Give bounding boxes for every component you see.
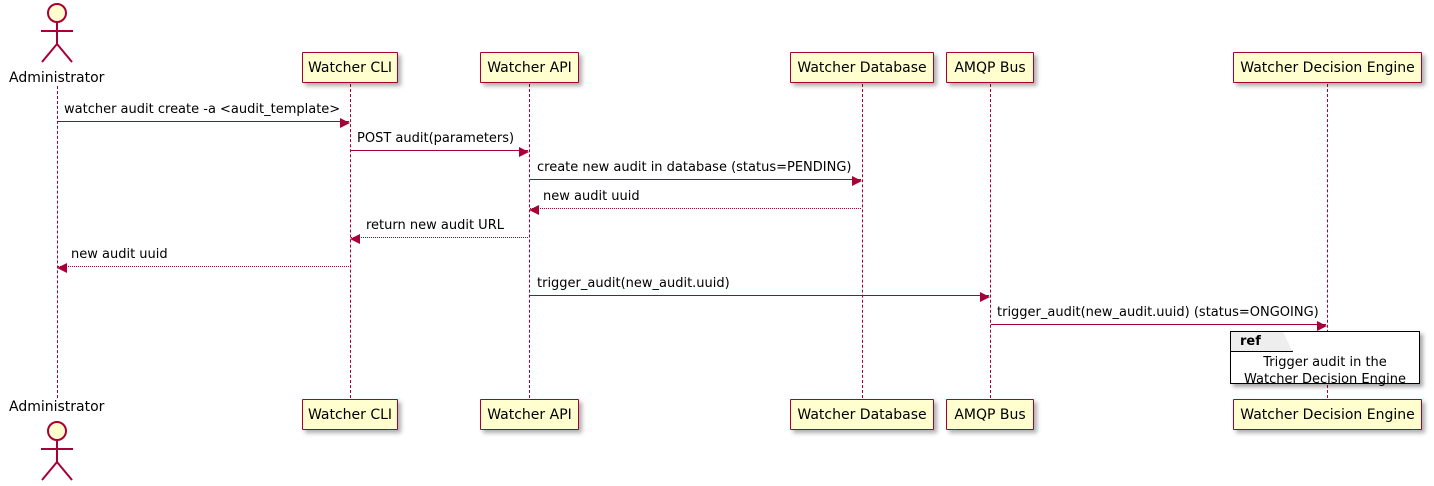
participant-watcher-database-top[interactable]: Watcher Database	[790, 52, 934, 83]
message-arrow-return-new-audit-url	[350, 233, 528, 244]
actor-figure-icon	[41, 421, 73, 481]
lifeline-watcher-database	[862, 84, 863, 398]
message-label-return-new-audit-url: return new audit URL	[366, 218, 504, 233]
message-arrow-new-audit-uuid-db	[529, 204, 861, 215]
ref-fragment-body: Trigger audit in the Watcher Decision En…	[1231, 354, 1419, 388]
message-arrow-trigger-audit	[530, 291, 990, 302]
ref-fragment-line-1: Trigger audit in the	[1263, 355, 1387, 370]
participant-watcher-decision-engine-top[interactable]: Watcher Decision Engine	[1233, 52, 1422, 83]
message-arrow-watcher-audit-create	[58, 117, 350, 128]
lifeline-watcher-api	[529, 84, 530, 398]
arrowhead-right-icon	[340, 117, 350, 128]
participant-watcher-api-bottom[interactable]: Watcher API	[480, 399, 579, 430]
message-arrow-trigger-audit-ongoing	[991, 320, 1327, 331]
message-arrow-new-audit-uuid-cli	[57, 262, 349, 273]
message-label-trigger-audit: trigger_audit(new_audit.uuid)	[537, 276, 730, 291]
participant-watcher-api-top[interactable]: Watcher API	[480, 52, 579, 83]
ref-fragment: ref Trigger audit in the Watcher Decisio…	[1230, 331, 1420, 387]
arrowhead-left-icon	[57, 262, 67, 273]
ref-fragment-line-2: Watcher Decision Engine	[1244, 372, 1406, 387]
arrowhead-left-icon	[350, 233, 360, 244]
message-label-new-audit-uuid-cli: new audit uuid	[71, 247, 168, 262]
arrowhead-right-icon	[519, 146, 529, 157]
arrowhead-right-icon	[1317, 320, 1327, 331]
actor-label-administrator-top: Administrator	[9, 70, 105, 86]
message-label-create-new-audit: create new audit in database (status=PEN…	[537, 160, 852, 175]
message-arrow-post-audit	[351, 146, 529, 157]
participant-amqp-bus-bottom[interactable]: AMQP Bus	[946, 399, 1034, 430]
lifeline-amqp-bus	[990, 84, 991, 398]
message-label-new-audit-uuid-db: new audit uuid	[543, 189, 640, 204]
message-label-watcher-audit-create: watcher audit create -a <audit_template>	[64, 102, 341, 117]
participant-amqp-bus-top[interactable]: AMQP Bus	[946, 52, 1034, 83]
participant-watcher-decision-engine-bottom[interactable]: Watcher Decision Engine	[1233, 399, 1422, 430]
arrowhead-right-icon	[852, 175, 862, 186]
arrowhead-right-icon	[980, 291, 990, 302]
actor-figure-icon	[41, 3, 73, 63]
ref-fragment-tab: ref	[1231, 332, 1293, 352]
actor-label-administrator-bottom: Administrator	[9, 399, 105, 415]
actor-administrator-bottom	[32, 420, 82, 482]
lifeline-watcher-decision-engine	[1327, 84, 1328, 398]
message-arrow-create-new-audit	[530, 175, 862, 186]
lifeline-administrator	[57, 86, 58, 398]
message-label-post-audit: POST audit(parameters)	[357, 131, 515, 146]
participant-watcher-database-bottom[interactable]: Watcher Database	[790, 399, 934, 430]
arrowhead-left-icon	[529, 204, 539, 215]
participant-watcher-cli-bottom[interactable]: Watcher CLI	[302, 399, 398, 430]
message-label-trigger-audit-ongoing: trigger_audit(new_audit.uuid) (status=ON…	[997, 305, 1319, 320]
actor-administrator-top	[32, 2, 82, 64]
participant-watcher-cli-top[interactable]: Watcher CLI	[302, 52, 398, 83]
